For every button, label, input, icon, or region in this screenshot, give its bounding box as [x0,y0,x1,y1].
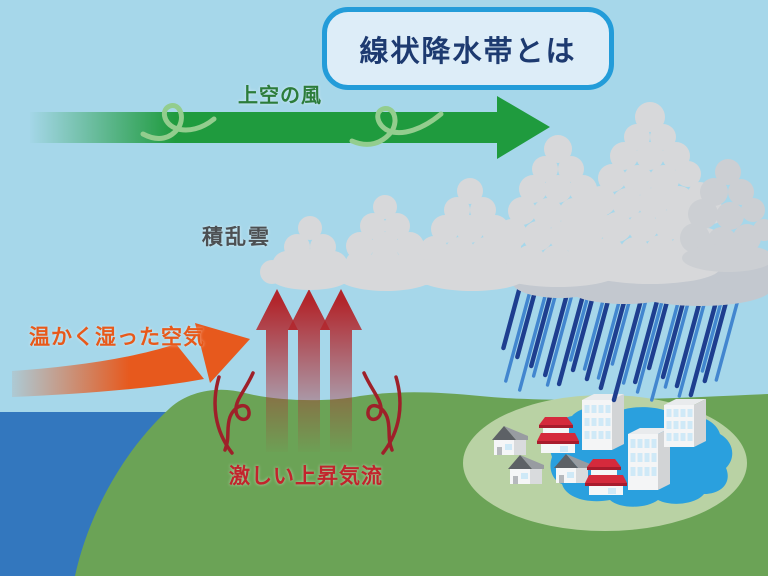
page-title: 線状降水帯とは [359,35,577,68]
updraft-arrows-icon [256,289,362,452]
upper-wind-label: 上空の風 [238,85,322,107]
title-box: 線状降水帯とは [322,7,614,90]
building-icon [664,399,706,447]
updraft-swirl-icon [213,371,402,455]
cumulonimbus-label: 積乱雲 [202,226,271,249]
cumulonimbus-cloud-icon [489,135,620,287]
cumulonimbus-cloud-icon [680,159,768,272]
warm-air-arrow-icon [12,323,250,397]
strong-updraft-label: 激しい上昇気流 [229,465,383,488]
red-roof-house-icon [585,459,627,495]
warm-moist-air-label: 温かく湿った空気 [29,326,205,349]
wind-swirl-icon [140,103,444,147]
building-icon [628,428,670,490]
upper-wind-arrow-icon [30,96,550,159]
cumulonimbus-cloud-icon [332,195,440,291]
building-icon [582,394,624,450]
red-roof-house-icon [537,417,579,453]
house-icon [492,426,528,455]
house-icon [508,455,544,484]
house-icon [554,454,590,483]
